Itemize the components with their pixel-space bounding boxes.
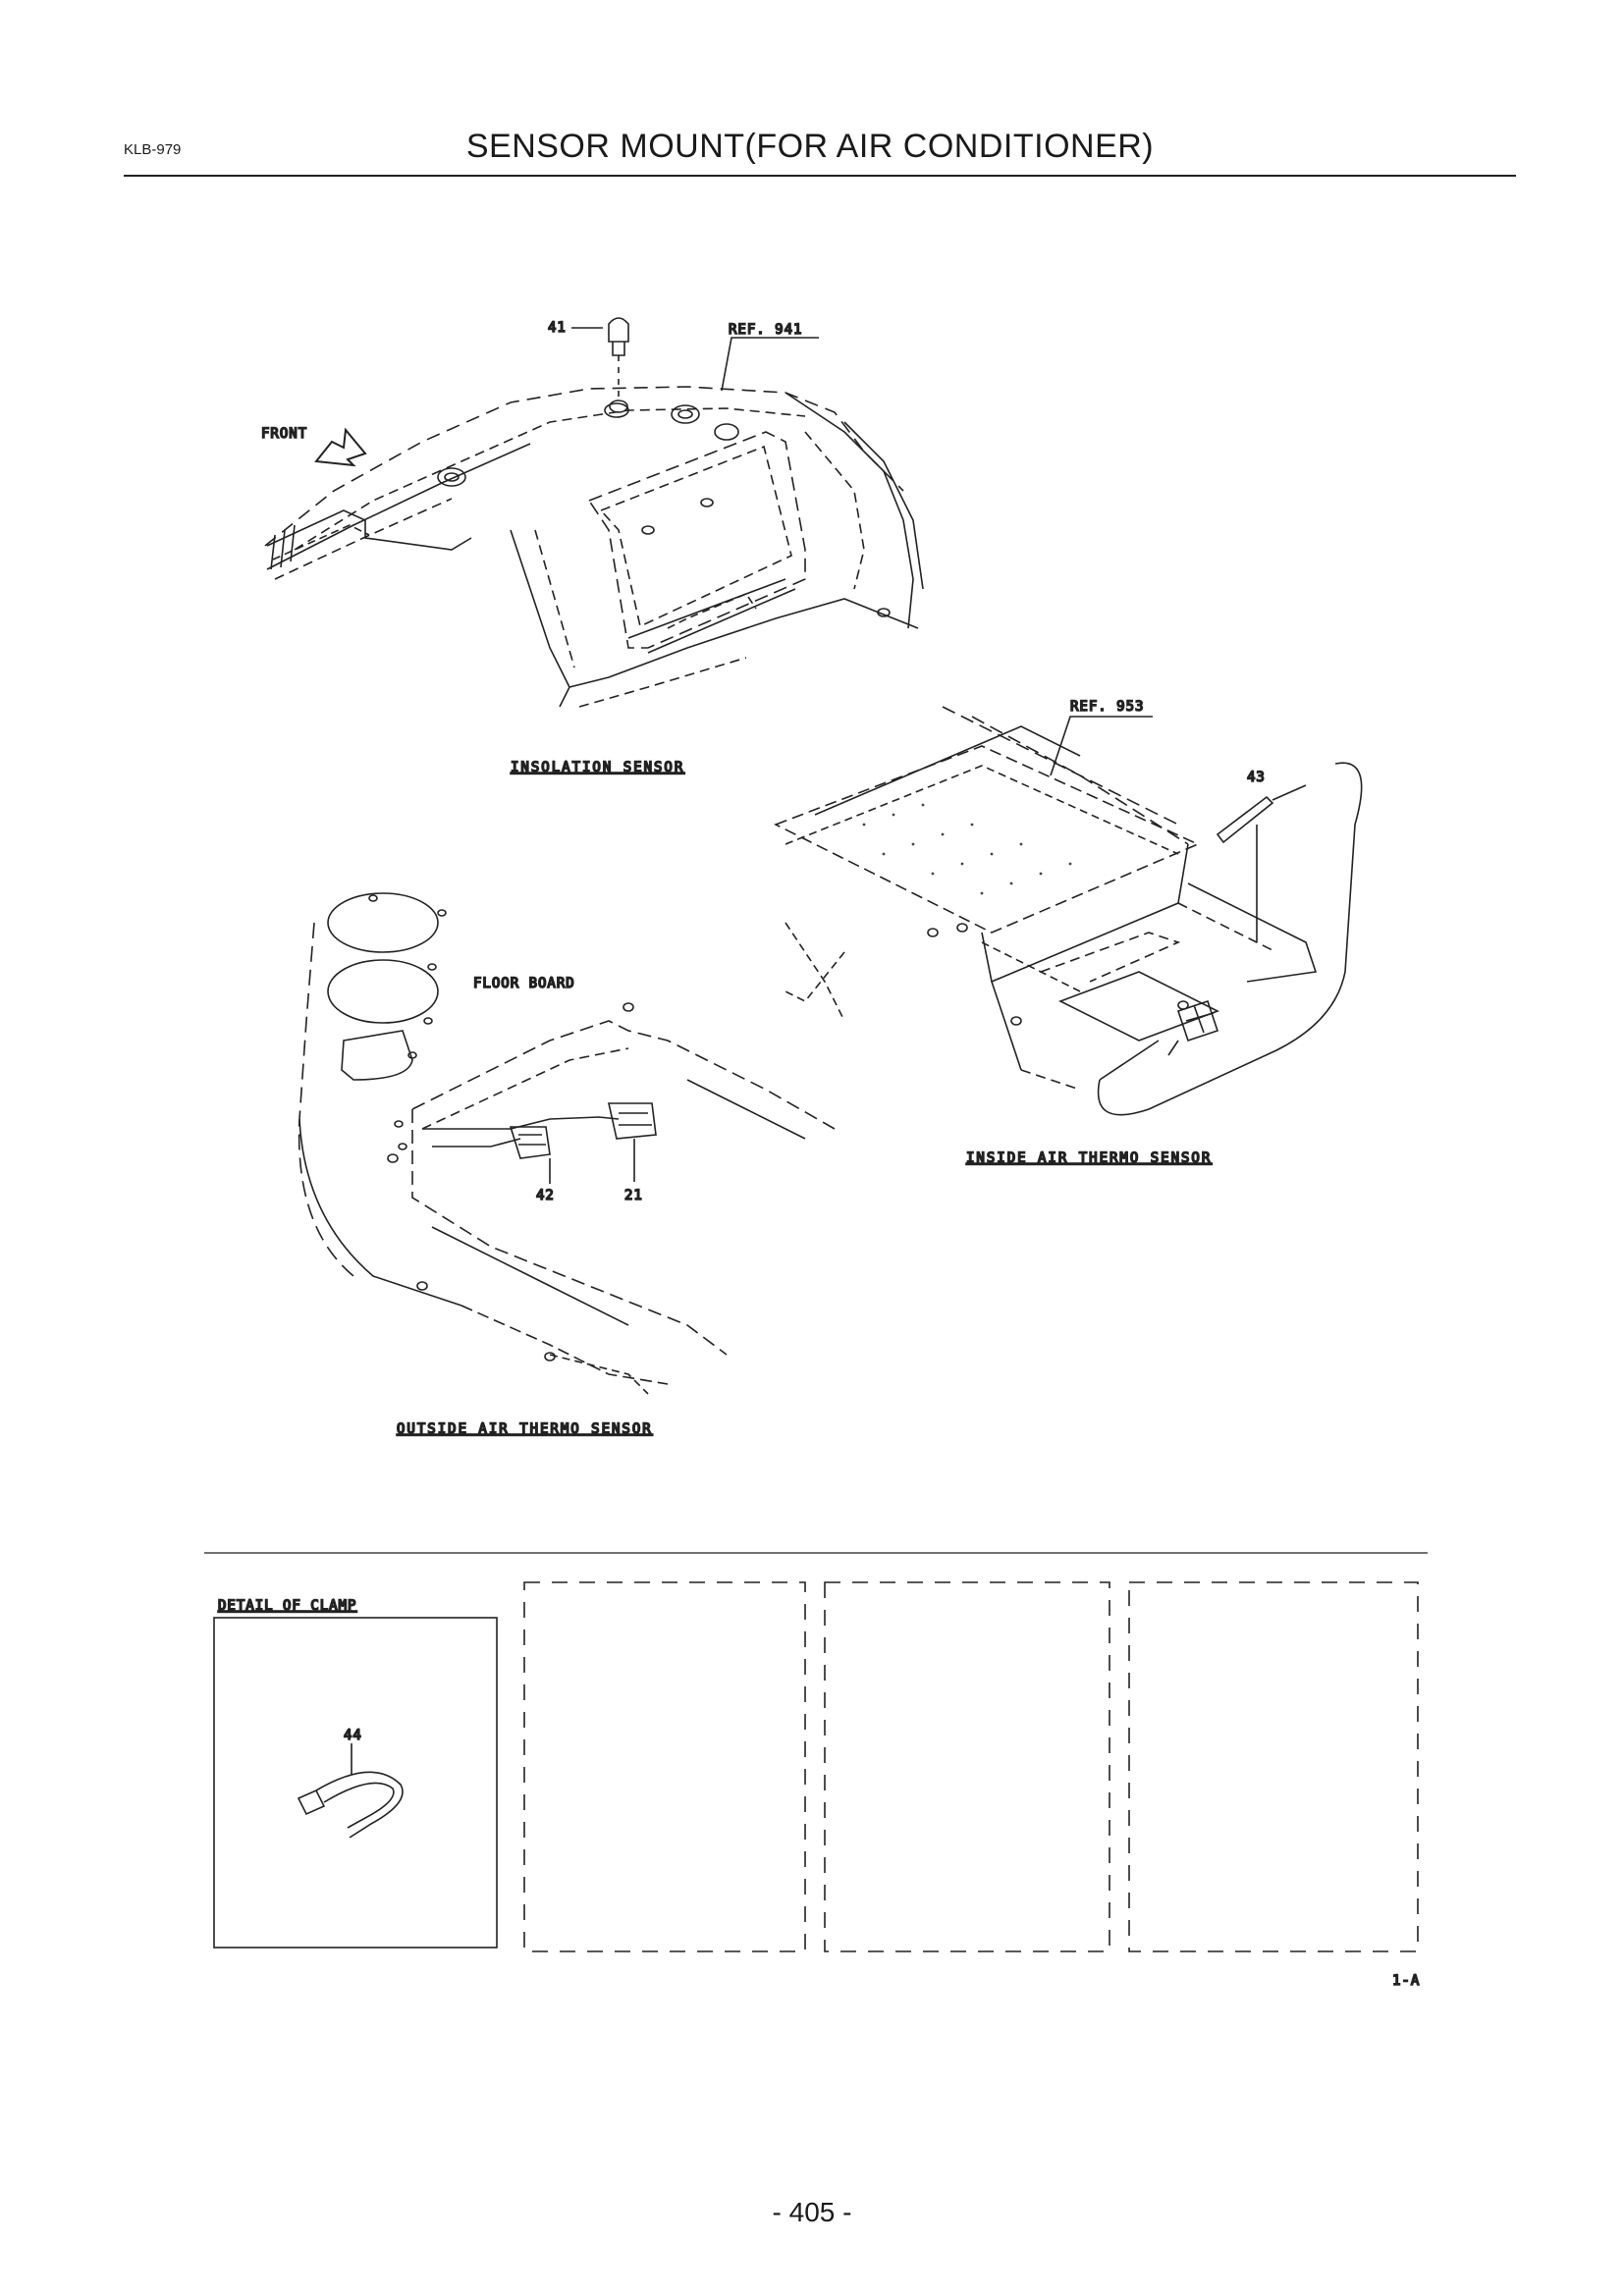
floor-board-assembly bbox=[298, 892, 836, 1395]
empty-detail-frame-1 bbox=[523, 1581, 806, 1952]
detail-clamp-panel bbox=[213, 1617, 498, 1949]
section-outside-air-thermo-sensor: OUTSIDE AIR THERMO SENSOR bbox=[397, 1421, 653, 1437]
callout-21: 21 bbox=[624, 1188, 643, 1203]
callout-41: 41 bbox=[548, 320, 567, 336]
front-label: FRONT bbox=[261, 426, 307, 442]
callout-43: 43 bbox=[1247, 770, 1266, 785]
empty-detail-frame-2 bbox=[824, 1581, 1110, 1952]
section-inside-air-thermo-sensor: INSIDE AIR THERMO SENSOR bbox=[966, 1150, 1212, 1166]
callout-42: 42 bbox=[536, 1188, 555, 1203]
floor-board-label: FLOOR BOARD bbox=[473, 976, 575, 991]
page-number: - 405 - bbox=[772, 2197, 852, 2227]
ref-941-label: REF. 941 bbox=[729, 322, 802, 338]
revision-mark: 1-A bbox=[1392, 1973, 1420, 1989]
dashboard-assembly bbox=[264, 317, 924, 708]
page-title: SENSOR MOUNT(FOR AIR CONDITIONER) bbox=[465, 128, 1155, 165]
empty-detail-frame-3 bbox=[1128, 1581, 1419, 1952]
header-rule bbox=[124, 175, 1516, 177]
document-code: KLB-979 bbox=[124, 141, 182, 158]
section-insolation-sensor: INSOLATION SENSOR bbox=[511, 760, 684, 775]
tray-assembly bbox=[774, 706, 1363, 1116]
section-detail-of-clamp: DETAIL OF CLAMP bbox=[218, 1598, 356, 1614]
empty-detail-frames bbox=[523, 1581, 1419, 1952]
callout-44: 44 bbox=[344, 1728, 362, 1743]
ref-953-label: REF. 953 bbox=[1070, 699, 1144, 715]
